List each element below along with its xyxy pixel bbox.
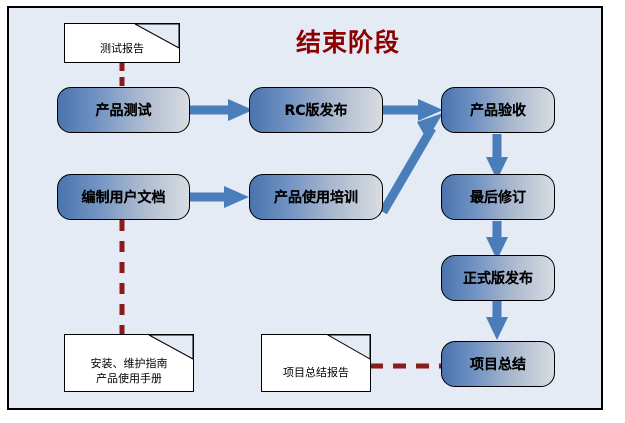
- document-label: 测试报告: [100, 41, 144, 55]
- document-label: 安装、维护指南 产品使用手册: [91, 340, 168, 386]
- document-label: 项目总结报告: [283, 365, 349, 379]
- process-box-product-acceptance[interactable]: 产品验收: [441, 87, 555, 133]
- page-title: 结束阶段: [295, 28, 400, 57]
- document-label-line-1: 安装、维护指南: [90, 357, 168, 370]
- process-box-product-use-training[interactable]: 产品使用培训: [249, 174, 383, 220]
- doc-fold-icon: [326, 334, 371, 360]
- doc-fold-icon: [134, 23, 180, 49]
- process-box-user-doc-authoring[interactable]: 编制用户文档: [57, 174, 190, 220]
- process-box-rc-release[interactable]: RC版发布: [249, 87, 383, 133]
- document-project-summary-report: 项目总结报告: [261, 334, 371, 392]
- process-box-project-summary[interactable]: 项目总结: [441, 341, 555, 387]
- document-install-maintain-guide: 安装、维护指南 产品使用手册: [64, 334, 194, 392]
- process-box-official-release[interactable]: 正式版发布: [441, 255, 555, 301]
- document-label-line-2: 产品使用手册: [96, 372, 162, 385]
- process-box-final-revision[interactable]: 最后修订: [441, 174, 555, 220]
- process-box-product-test[interactable]: 产品测试: [57, 87, 190, 133]
- doc-fold-icon: [148, 334, 194, 360]
- document-test-report: 测试报告: [64, 23, 180, 63]
